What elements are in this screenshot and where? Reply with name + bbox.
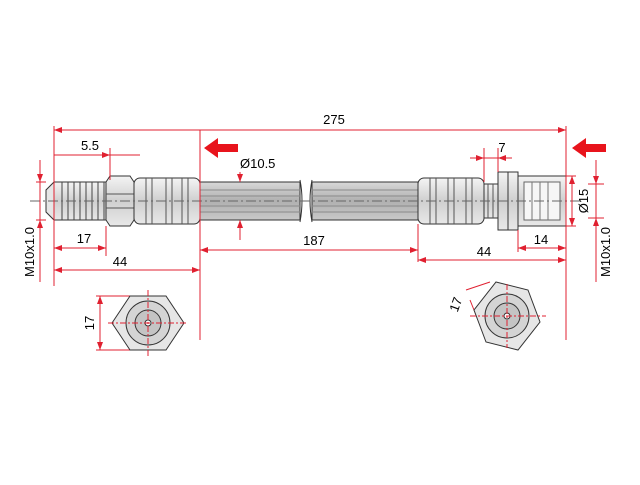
dim-hose-length: 187 [303, 233, 325, 248]
dim-left-thread-spec: M10x1.0 [22, 227, 37, 277]
dim-right-fitting-diameter: Ø15 [576, 189, 591, 214]
dim-left-thread-length: 5.5 [81, 138, 99, 153]
left-hex-end-view [108, 290, 188, 356]
dim-left-hex-size: 17 [82, 316, 97, 330]
dim-right-hex-size: 17 [446, 295, 465, 314]
dim-right-gap: 7 [498, 140, 505, 155]
dim-right-thread-spec: M10x1.0 [598, 227, 613, 277]
dim-left-span: 44 [113, 254, 127, 269]
right-hex-end-view [470, 281, 546, 351]
dim-hose-diameter: Ø10.5 [240, 156, 275, 171]
dimension-arrowheads [37, 127, 599, 350]
dim-overall-length: 275 [323, 112, 345, 127]
red-arrow-icon [204, 138, 238, 158]
dim-right-socket-length: 14 [534, 232, 548, 247]
red-arrow-icon [572, 138, 606, 158]
dim-right-span: 44 [477, 244, 491, 259]
dim-left-fitting-length: 17 [77, 231, 91, 246]
